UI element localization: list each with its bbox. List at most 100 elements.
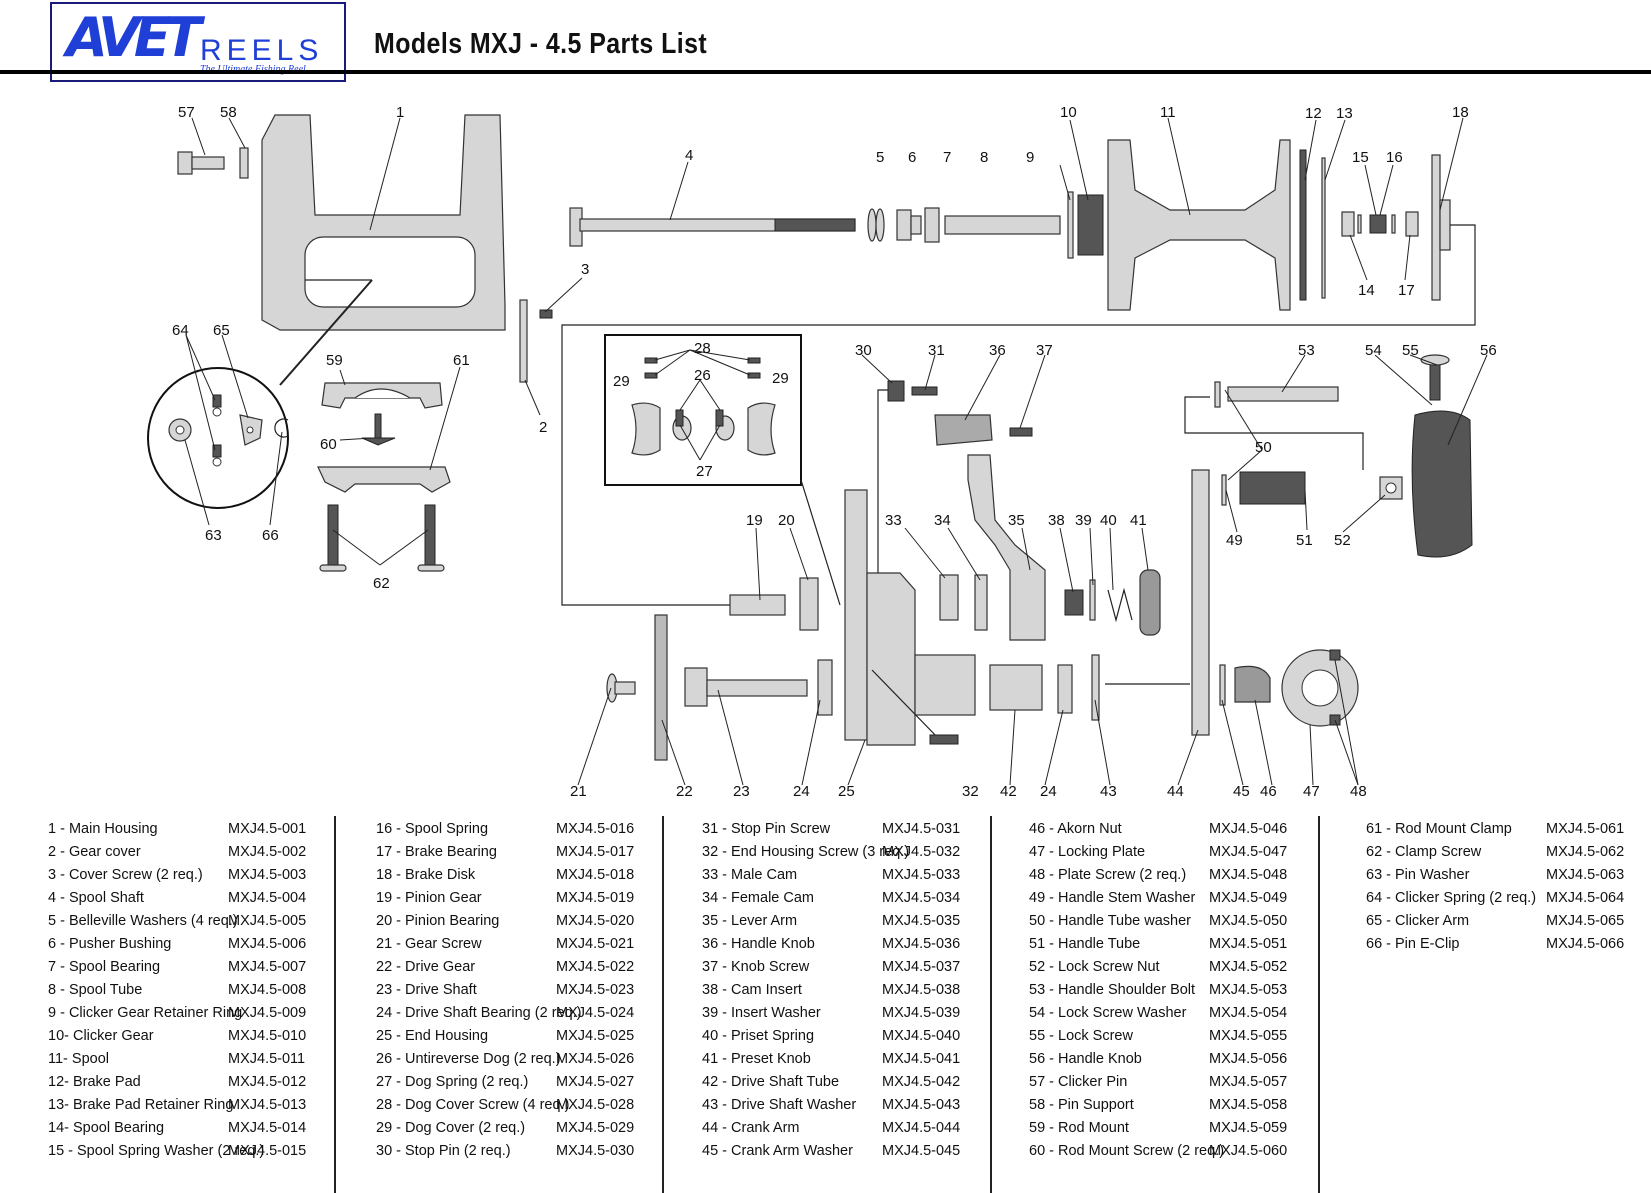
callout-26: 26 — [694, 367, 711, 384]
part-name: 4 - Spool Shaft — [48, 890, 144, 906]
part-name: 31 - Stop Pin Screw — [702, 821, 831, 837]
part-row: 35 - Lever Arm MXJ4.5-035 — [702, 910, 1002, 933]
callout-49: 49 — [1226, 532, 1243, 549]
part-name: 26 - Untireverse Dog (2 req.) — [376, 1051, 561, 1067]
part-name: 38 - Cam Insert — [702, 982, 802, 998]
part-code: MXJ4.5-007 — [228, 959, 307, 975]
header-rule — [0, 70, 1651, 74]
part-code: MXJ4.5-017 — [556, 844, 635, 860]
callout-15: 15 — [1352, 149, 1369, 166]
part-name: 37 - Knob Screw — [702, 959, 810, 975]
callout-54: 54 — [1365, 342, 1382, 359]
callout-37: 37 — [1036, 342, 1053, 359]
part-code: MXJ4.5-037 — [882, 959, 961, 975]
brand-logo: AVET REELS The Ultimate Fishing Reel — [50, 2, 346, 82]
part-code: MXJ4.5-034 — [882, 890, 961, 906]
part-code: MXJ4.5-057 — [1209, 1074, 1288, 1090]
part-code: MXJ4.5-033 — [882, 867, 961, 883]
exploded-diagram: 1 2 3 4 5 6 7 8 9 10 11 12 13 14 15 16 1… — [147, 104, 1497, 800]
part-name: 52 - Lock Screw Nut — [1029, 959, 1160, 975]
part-code: MXJ4.5-035 — [882, 913, 961, 929]
part-code: MXJ4.5-038 — [882, 982, 961, 998]
part-code: MXJ4.5-008 — [228, 982, 307, 998]
part-row: 26 - Untireverse Dog (2 req.)MXJ4.5-026 — [376, 1048, 676, 1071]
part-name: 45 - Crank Arm Washer — [702, 1143, 853, 1159]
part-name: 42 - Drive Shaft Tube — [702, 1074, 840, 1090]
part-row: 15 - Spool Spring Washer (2 req.)MXJ4.5-… — [48, 1140, 348, 1163]
part-name: 62 - Clamp Screw — [1366, 844, 1482, 860]
callout-numbers: 1 2 3 4 5 6 7 8 9 10 11 12 13 14 15 16 1… — [172, 104, 1497, 800]
part-code: MXJ4.5-047 — [1209, 844, 1288, 860]
part-name: 33 - Male Cam — [702, 867, 798, 883]
part-name: 22 - Drive Gear — [376, 959, 476, 975]
part-code: MXJ4.5-022 — [556, 959, 635, 975]
part-code: MXJ4.5-054 — [1209, 1005, 1288, 1021]
callout-38: 38 — [1048, 512, 1065, 529]
part-name: 3 - Cover Screw (2 req.) — [48, 867, 203, 883]
part-code: MXJ4.5-066 — [1546, 936, 1625, 952]
part-code: MXJ4.5-061 — [1546, 821, 1625, 837]
part-name: 25 - End Housing — [376, 1028, 489, 1044]
part-name: 18 - Brake Disk — [376, 867, 476, 883]
part-code: MXJ4.5-040 — [882, 1028, 961, 1044]
callout-7: 7 — [943, 149, 951, 166]
part-row: 37 - Knob Screw MXJ4.5-037 — [702, 956, 1002, 979]
part-code: MXJ4.5-027 — [556, 1074, 635, 1090]
part-code: MXJ4.5-052 — [1209, 959, 1288, 975]
part-row: 5 - Belleville Washers (4 req.)MXJ4.5-00… — [48, 910, 348, 933]
callout-14: 14 — [1358, 282, 1375, 299]
part-name: 12- Brake Pad — [48, 1074, 141, 1090]
callout-53: 53 — [1298, 342, 1315, 359]
part-name: 35 - Lever Arm — [702, 913, 798, 929]
callout-35: 35 — [1008, 512, 1025, 529]
callout-18: 18 — [1452, 104, 1469, 121]
main-housing-window — [304, 236, 476, 308]
part-code: MXJ4.5-059 — [1209, 1120, 1288, 1136]
logo-wordmark: AVET — [66, 6, 202, 69]
callout-11: 11 — [1160, 104, 1176, 121]
part-code: MXJ4.5-016 — [556, 821, 635, 837]
part-row: 27 - Dog Spring (2 req.)MXJ4.5-027 — [376, 1071, 676, 1094]
part-code: MXJ4.5-031 — [882, 821, 961, 837]
callout-39: 39 — [1075, 512, 1092, 529]
part-name: 39 - Insert Washer — [702, 1005, 821, 1021]
part-code: MXJ4.5-012 — [228, 1074, 307, 1090]
part-name: 14- Spool Bearing — [48, 1120, 165, 1136]
part-code: MXJ4.5-015 — [228, 1143, 307, 1159]
part-code: MXJ4.5-051 — [1209, 936, 1288, 952]
callout-57: 57 — [178, 104, 195, 121]
part-row: 24 - Drive Shaft Bearing (2 req.)MXJ4.5-… — [376, 1002, 676, 1025]
part-code: MXJ4.5-053 — [1209, 982, 1288, 998]
part-name: 56 - Handle Knob — [1029, 1051, 1142, 1067]
part-name: 23 - Drive Shaft — [376, 982, 477, 998]
part-name: 49 - Handle Stem Washer — [1029, 890, 1196, 906]
part-name: 32 - End Housing Screw (3 req.) — [702, 844, 910, 860]
part-name: 6 - Pusher Bushing — [48, 936, 172, 952]
part-code: MXJ4.5-029 — [556, 1120, 635, 1136]
part-code: MXJ4.5-028 — [556, 1097, 635, 1113]
callout-46: 46 — [1260, 783, 1277, 800]
callout-60: 60 — [320, 436, 337, 453]
part-name: 60 - Rod Mount Screw (2 req.) — [1029, 1143, 1225, 1159]
part-name: 65 - Clicker Arm — [1366, 913, 1470, 929]
callout-55: 55 — [1402, 342, 1419, 359]
part-name: 17 - Brake Bearing — [376, 844, 497, 860]
part-code: MXJ4.5-021 — [556, 936, 635, 952]
part-code: MXJ4.5-041 — [882, 1051, 961, 1067]
callout-42: 42 — [1000, 783, 1017, 800]
